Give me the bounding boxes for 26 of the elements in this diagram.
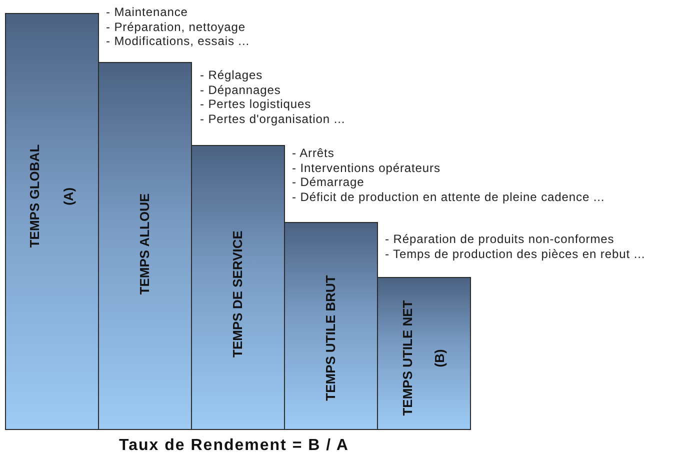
loss-item: - Pertes d'organisation ... — [200, 112, 346, 126]
time-bar — [98, 62, 192, 430]
loss-item: - Arrêts — [292, 146, 334, 161]
bar-label: (A) — [62, 186, 76, 206]
loss-item: - Pertes logistiques — [200, 97, 312, 112]
loss-item: - Réglages — [200, 68, 263, 83]
loss-item: - Modifications, essais ... — [106, 34, 250, 49]
time-bar — [5, 13, 99, 430]
time-bar — [377, 277, 471, 430]
bar-label: TEMPS UTILE NET — [401, 300, 415, 416]
bar-label: TEMPS UTILE BRUT — [324, 275, 338, 401]
bar-label: (B) — [433, 348, 447, 368]
loss-item: - Déficit de production en attente de pleine cadence ... — [292, 190, 605, 204]
loss-item: - Démarrage — [292, 175, 364, 190]
loss-item: - Interventions opérateurs — [292, 160, 440, 176]
bar-label: TEMPS GLOBAL — [28, 144, 42, 248]
loss-item: - Préparation, nettoyage — [106, 20, 246, 34]
formula-caption: Taux de Rendement = B / A — [119, 437, 349, 455]
bar-label: TEMPS ALLOUE — [138, 193, 152, 295]
loss-item: - Temps de production des pièces en rebut ... — [385, 246, 646, 262]
time-bar — [284, 222, 378, 430]
time-bar — [191, 145, 285, 430]
loss-item: - Maintenance — [106, 5, 188, 20]
loss-item: - Réparation de produits non-conformes — [385, 232, 614, 247]
bar-label: TEMPS DE SERVICE — [231, 230, 245, 358]
loss-item: - Dépannages — [200, 82, 281, 98]
